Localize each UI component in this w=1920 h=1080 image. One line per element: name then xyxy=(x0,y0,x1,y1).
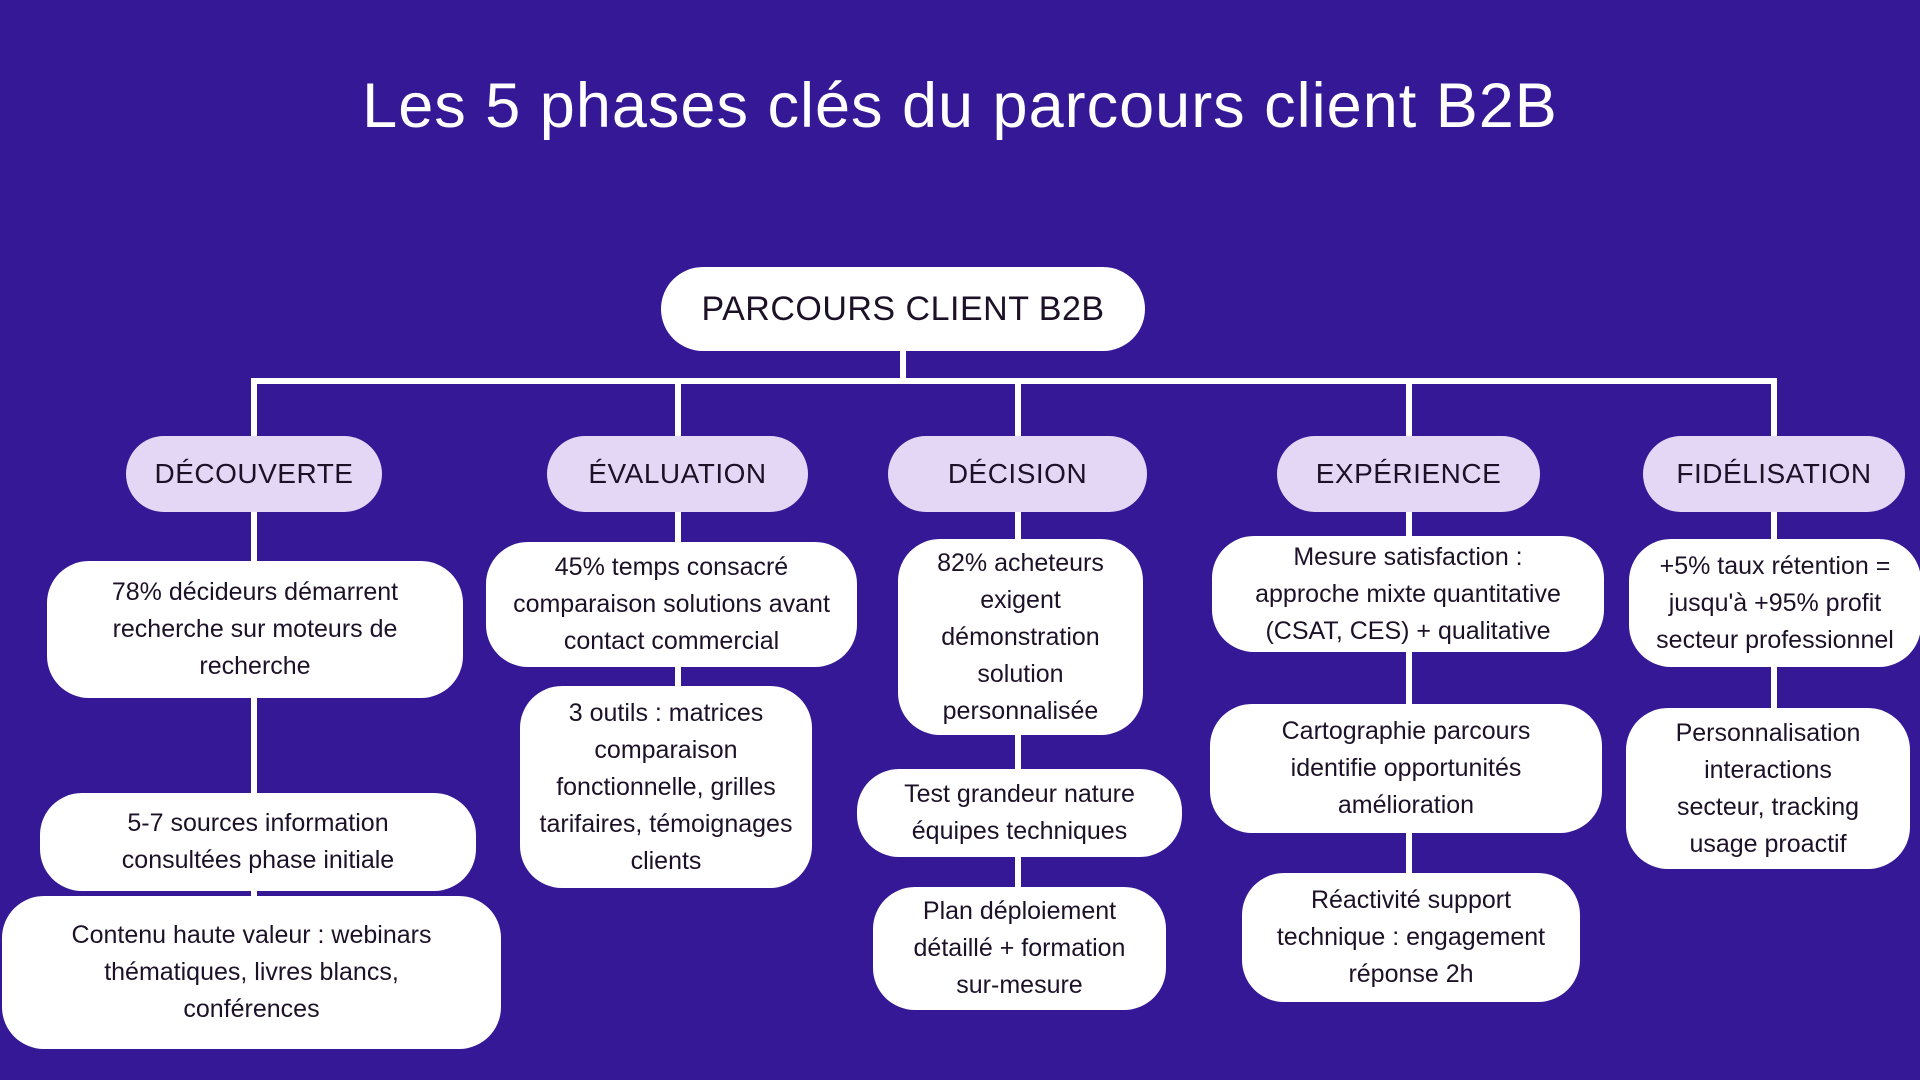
child-node-decision-1: 82% acheteurs exigent démonstration solu… xyxy=(898,539,1143,735)
phase-node-evaluation: ÉVALUATION xyxy=(547,436,808,512)
child-node-decision-3: Plan déploiement détaillé + formation su… xyxy=(873,887,1166,1010)
phase-node-experience: EXPÉRIENCE xyxy=(1277,436,1540,512)
connector-root-stem xyxy=(900,345,906,384)
child-node-experience-3: Réactivité support technique : engagemen… xyxy=(1242,873,1580,1002)
child-node-experience-2: Cartographie parcours identifie opportun… xyxy=(1210,704,1602,833)
phase-node-decision: DÉCISION xyxy=(888,436,1147,512)
child-node-experience-1: Mesure satisfaction : approche mixte qua… xyxy=(1212,536,1604,652)
connector-horizontal-bar xyxy=(251,378,1774,384)
child-node-fidelisation-2: Personnalisation interactions secteur, t… xyxy=(1626,708,1910,869)
root-node: PARCOURS CLIENT B2B xyxy=(661,267,1145,351)
child-node-evaluation-1: 45% temps consacré comparaison solutions… xyxy=(486,542,857,667)
child-node-decouverte-3: Contenu haute valeur : webinars thématiq… xyxy=(2,896,501,1049)
child-node-fidelisation-1: +5% taux rétention = jusqu'à +95% profit… xyxy=(1629,539,1920,667)
diagram-title: Les 5 phases clés du parcours client B2B xyxy=(362,71,1558,141)
child-node-decouverte-2: 5-7 sources information consultées phase… xyxy=(40,793,476,891)
child-node-evaluation-2: 3 outils : matrices comparaison fonction… xyxy=(520,686,812,888)
child-node-decision-2: Test grandeur nature équipes techniques xyxy=(857,769,1182,857)
phase-node-decouverte: DÉCOUVERTE xyxy=(126,436,382,512)
phase-node-fidelisation: FIDÉLISATION xyxy=(1643,436,1905,512)
child-node-decouverte-1: 78% décideurs démarrent recherche sur mo… xyxy=(47,561,463,698)
